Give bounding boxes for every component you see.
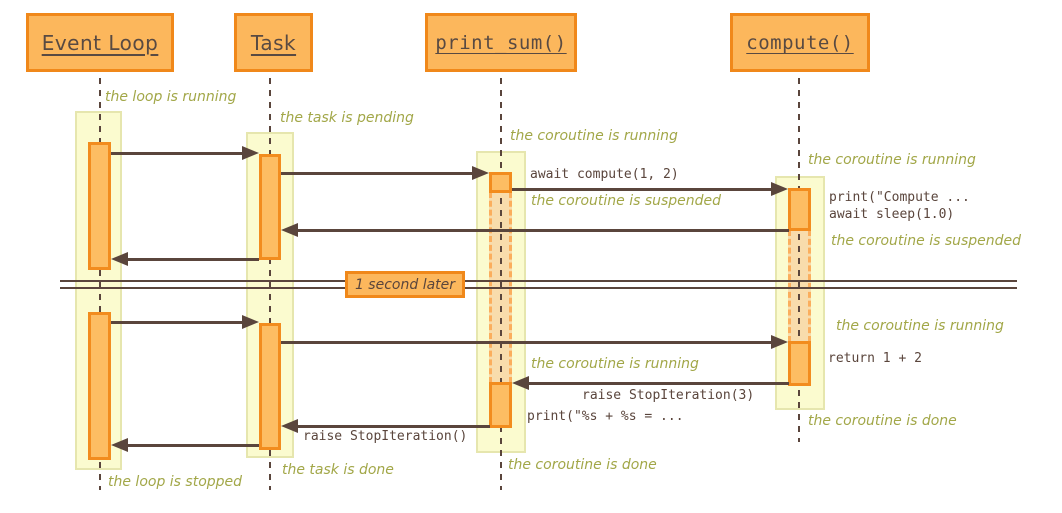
message-label-await-compute: await compute(1, 2): [530, 167, 679, 182]
state-label-printsum-running-2: the coroutine is running: [531, 356, 699, 372]
activation-event-loop-2: [88, 312, 111, 460]
arrowhead-right-icon: [771, 335, 788, 349]
arrow-task-to-printsum: [281, 166, 489, 180]
state-label-compute-done: the coroutine is done: [808, 413, 957, 429]
divider-line-bottom: [60, 287, 1017, 289]
arrowhead-left-icon: [512, 376, 529, 390]
message-label-print-compute: print("Compute ...: [829, 190, 970, 205]
arrowhead-right-icon: [242, 146, 259, 160]
activation-print-sum-1: [489, 172, 512, 193]
arrowhead-left-icon: [281, 223, 298, 237]
arrow-compute-to-printsum: [512, 376, 789, 390]
state-label-compute-running-1: the coroutine is running: [808, 152, 976, 168]
participant-label: Event Loop: [41, 30, 159, 55]
arrow-task-to-loop-1: [111, 252, 259, 266]
arrow-printsum-to-compute: [512, 182, 788, 196]
activation-task-2: [259, 323, 281, 450]
participant-label: compute(): [746, 31, 854, 54]
participant-label: Task: [250, 30, 297, 55]
activation-compute-1: [788, 188, 811, 231]
divider-line-top: [60, 280, 1017, 282]
state-label-task-pending: the task is pending: [280, 110, 414, 126]
arrowhead-right-icon: [771, 182, 788, 196]
state-label-compute-suspended: the coroutine is suspended: [831, 233, 1022, 249]
arrowhead-right-icon: [472, 166, 489, 180]
message-label-raise-stopiteration: raise StopIteration(): [303, 429, 468, 444]
lifeline-event-loop: [99, 66, 101, 490]
activation-print-sum-2: [489, 382, 512, 428]
arrowhead-left-icon: [111, 438, 128, 452]
lifeline-compute: [798, 66, 800, 442]
arrow-loop-to-task-2: [111, 315, 259, 329]
arrow-task-to-loop-2: [111, 438, 259, 452]
participant-label: print_sum(): [435, 31, 567, 54]
participant-event-loop: Event Loop: [26, 13, 174, 72]
state-label-task-done: the task is done: [282, 462, 394, 478]
arrowhead-left-icon: [281, 419, 298, 433]
state-label-compute-running-2: the coroutine is running: [836, 318, 1004, 334]
message-label-print-sum-result: print("%s + %s = ...: [527, 409, 684, 424]
arrowhead-left-icon: [111, 252, 128, 266]
arrow-task-to-compute: [281, 335, 788, 349]
lifeline-print-sum: [500, 66, 502, 490]
activation-task-1: [259, 154, 281, 260]
state-label-loop-running: the loop is running: [105, 89, 237, 105]
message-label-raise-stopiteration-3: raise StopIteration(3): [582, 388, 755, 403]
state-label-printsum-running-1: the coroutine is running: [510, 128, 678, 144]
state-label-loop-stopped: the loop is stopped: [108, 474, 243, 490]
lifeline-task: [269, 66, 271, 490]
activation-compute-2: [788, 341, 811, 386]
divider-box: 1 second later: [345, 271, 465, 298]
arrow-compute-to-task: [281, 223, 789, 237]
state-label-printsum-suspended: the coroutine is suspended: [531, 193, 722, 209]
activation-event-loop-1: [88, 142, 111, 270]
divider-label: 1 second later: [354, 276, 456, 293]
message-label-await-sleep: await sleep(1.0): [829, 207, 955, 222]
participant-compute: compute(): [730, 13, 870, 72]
arrow-printsum-to-task: [281, 419, 490, 433]
message-label-return: return 1 + 2: [828, 351, 922, 366]
participant-print-sum: print_sum(): [425, 13, 577, 72]
state-label-printsum-done: the coroutine is done: [508, 457, 657, 473]
arrow-loop-to-task-1: [111, 146, 259, 160]
arrowhead-right-icon: [242, 315, 259, 329]
participant-task: Task: [234, 13, 313, 72]
